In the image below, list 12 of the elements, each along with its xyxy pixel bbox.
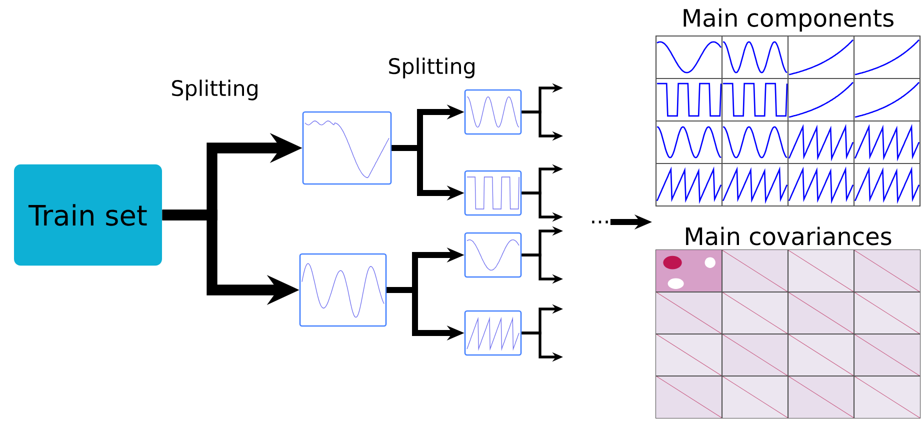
signal-plot (299, 253, 387, 327)
step-label: Splitting (172, 80, 258, 100)
step-label: Splitting (389, 58, 474, 78)
signal-plot (464, 89, 522, 135)
ellipsis: ... (592, 220, 608, 224)
process-box: Train set (14, 164, 162, 266)
grid-title: Main components (684, 8, 894, 32)
grid-title: Main covariances (686, 226, 892, 246)
signal-plot (464, 170, 522, 216)
signal-plot (302, 111, 392, 185)
signal-plot (464, 232, 522, 278)
signal-plot (464, 310, 522, 356)
